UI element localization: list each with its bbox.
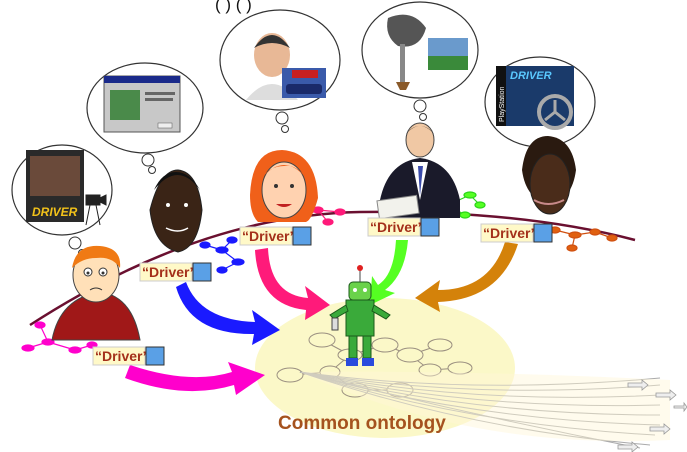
- driver-label: “Driver”: [142, 264, 196, 280]
- driver-label: “Driver”: [242, 228, 296, 244]
- film-camera-icon: [85, 194, 107, 226]
- tag-icon: [533, 223, 553, 243]
- person-redhead: [250, 150, 318, 222]
- tag-icon: [292, 226, 312, 246]
- green-arrow: [370, 240, 408, 305]
- tag-icon: [145, 346, 165, 366]
- ontology-fan: [299, 371, 661, 449]
- graph-magenta: [21, 321, 98, 354]
- person-icon: [149, 169, 203, 253]
- arrow-icon: [649, 423, 671, 435]
- thought-bubble-golf: [361, 1, 479, 121]
- thought-bubble-movie: DRIVER: [11, 144, 113, 257]
- person-worried: [51, 245, 141, 341]
- driver-label: “Driver”: [483, 225, 537, 241]
- arrow-icon: [655, 389, 677, 401]
- arrow-icon: [617, 441, 639, 452]
- header-fragment: ( ) ( ): [215, 0, 252, 14]
- driver-tag-blue: “Driver”: [139, 262, 212, 282]
- driver-tag-magenta: “Driver”: [92, 346, 165, 366]
- arrow-icon: [627, 379, 649, 391]
- graph-orange: [549, 226, 618, 252]
- game-platform-label: PlayStation: [499, 86, 506, 122]
- thought-bubble-racer: [219, 9, 341, 133]
- steering-wheel-icon: [537, 94, 573, 130]
- pink-arrow: [255, 248, 330, 320]
- driver-tag-pink: “Driver”: [239, 226, 312, 246]
- person-dark: [149, 169, 203, 253]
- person-black-hair: [522, 136, 576, 215]
- golf-driver-photo: [387, 14, 468, 90]
- blue-arrow: [176, 282, 280, 345]
- driver-label: “Driver”: [370, 219, 424, 235]
- tag-icon: [420, 217, 440, 237]
- ontology-graph: [276, 332, 473, 398]
- robot-agent-icon: [345, 299, 375, 337]
- ontology-fan-edge: [300, 371, 670, 442]
- driver-label: “Driver”: [95, 348, 149, 364]
- arrow-icon: [673, 401, 687, 413]
- person-icon: [261, 161, 307, 219]
- outgoing-arrows: [617, 379, 687, 452]
- community-arc: [29, 210, 636, 327]
- driver-tag-orange: “Driver”: [480, 223, 553, 243]
- game-box-title: DRIVER: [510, 70, 552, 82]
- thought-bubble-game: PlayStation DRIVER: [484, 56, 596, 166]
- driver-tag-green: “Driver”: [367, 217, 440, 237]
- person-icon: [529, 153, 571, 215]
- mapping-arrows: [125, 240, 518, 395]
- person-icon: [405, 122, 435, 158]
- tag-icon: [192, 262, 212, 282]
- common-ontology: Common ontology: [255, 298, 687, 452]
- racer-photo: [246, 33, 326, 100]
- magenta-arrow: [125, 362, 265, 395]
- graph-blue: [199, 236, 245, 274]
- driver-tags: “Driver” “Driver” “Driver” “Driver” “Dri…: [92, 217, 553, 366]
- person-businessman: [376, 122, 460, 220]
- movie-poster-title: DRIVER: [32, 205, 78, 219]
- thought-bubble-hardware: [86, 62, 204, 174]
- orange-arrow: [415, 242, 518, 312]
- ontology-label: Common ontology: [278, 413, 446, 434]
- robot-agent: [329, 265, 391, 366]
